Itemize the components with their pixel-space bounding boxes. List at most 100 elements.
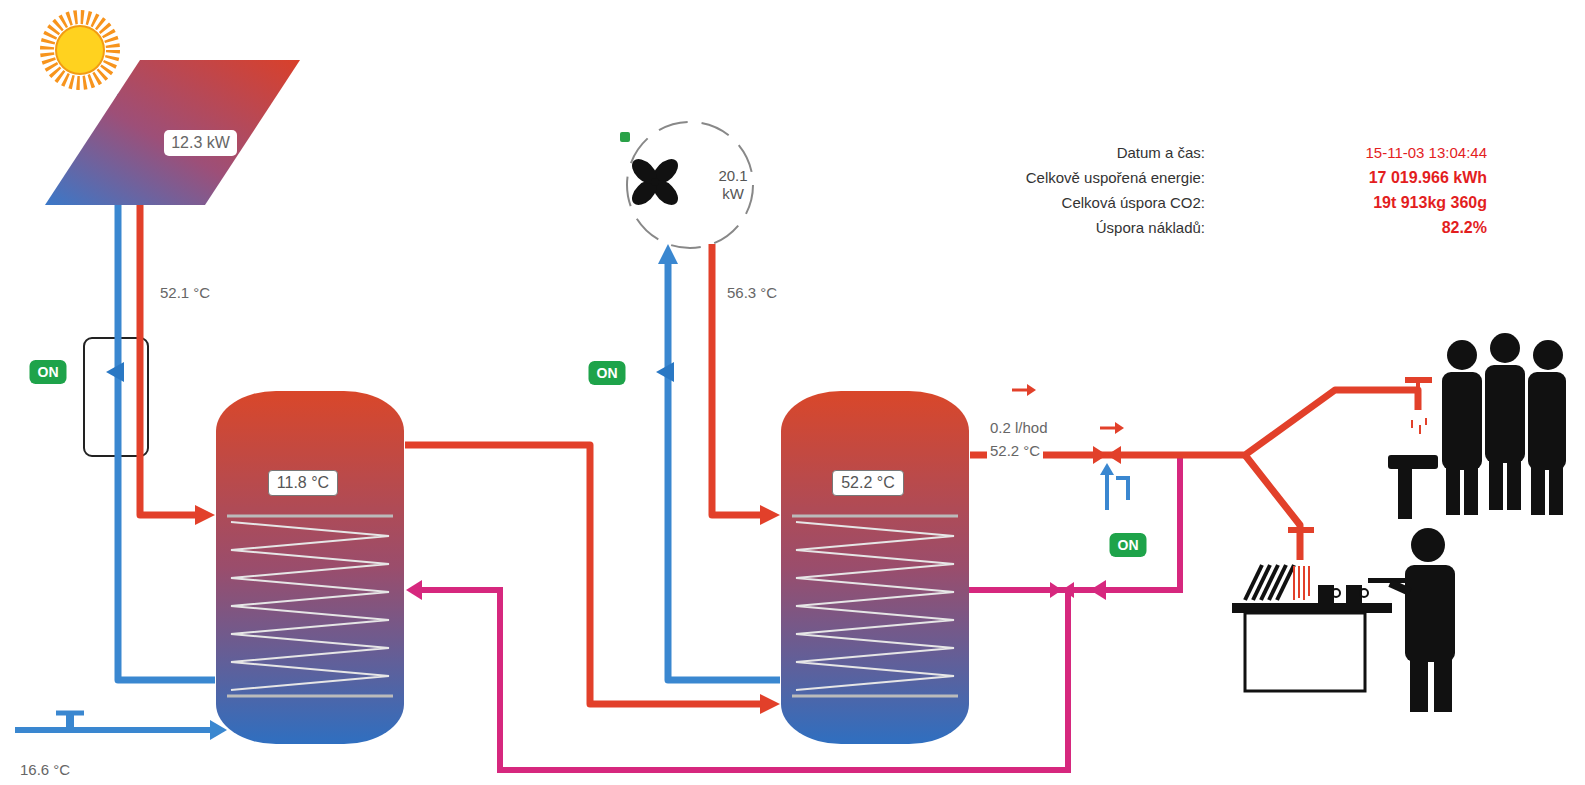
- stat-label: Úspora nákladů:: [1096, 219, 1205, 237]
- status-badge: ON: [30, 360, 67, 384]
- water-line: [1308, 566, 1310, 596]
- flow-arrow: [1100, 427, 1116, 430]
- tank-body: [781, 391, 969, 744]
- pipe-connector: [712, 244, 780, 525]
- tap-handle: [1288, 527, 1314, 533]
- heating-coil: [231, 522, 389, 690]
- coil-edge: [792, 695, 958, 698]
- pipe-line: [140, 205, 203, 515]
- label-holder: ON: [30, 360, 67, 384]
- person-body: [1528, 372, 1566, 470]
- node-label: 52.2 °C: [832, 470, 904, 496]
- label-holder: 56.3 °C: [727, 284, 777, 302]
- flow-arrow-head: [1115, 422, 1124, 434]
- label-holder: 16.6 °C: [20, 761, 70, 779]
- stat-label: Celková úspora CO2:: [1062, 194, 1205, 212]
- label-holder: 52.2 °C: [987, 442, 1043, 460]
- solar-collector: 12.3 kW: [40, 58, 305, 208]
- node-label: 12.3 kW: [164, 130, 237, 156]
- status-badge: ON: [1110, 533, 1147, 557]
- person-leg: [1507, 458, 1521, 510]
- node-shape: [780, 390, 970, 745]
- stat-value: 15-11-03 13:04:44: [1366, 144, 1488, 162]
- pipe-connector: [658, 244, 780, 680]
- inlet-valve: [66, 714, 74, 730]
- water-drops: [1412, 418, 1426, 434]
- water-line: [1303, 566, 1305, 600]
- flow-label: 0.2 l/hod: [990, 419, 1048, 437]
- label-holder: 19t 913kg 360g: [1373, 194, 1487, 212]
- mixing-valve: [1107, 446, 1121, 464]
- pipe-line: [668, 256, 780, 680]
- waiter-arm: [1390, 583, 1410, 592]
- pipe-line: [405, 445, 768, 704]
- plate: [1277, 565, 1294, 600]
- label-holder: 0.2 l/hod: [990, 419, 1048, 437]
- waiter-body: [1405, 565, 1455, 662]
- coil-edge: [227, 695, 393, 698]
- label-holder: Celkově uspořená energie:: [1026, 169, 1205, 187]
- node-shape: [215, 390, 405, 745]
- temperature-label: 56.3 °C: [727, 284, 777, 302]
- mixing-valve: [1093, 446, 1107, 464]
- label-holder: 82.2%: [1442, 219, 1487, 237]
- people-group: [1368, 333, 1566, 712]
- collector-panel: [45, 60, 300, 205]
- person-leg: [1549, 465, 1563, 515]
- dish-rack: [1245, 565, 1294, 600]
- label-holder: Datum a čas:: [1117, 144, 1205, 162]
- cold-mix-arrow: [1100, 463, 1114, 475]
- person-leg: [1531, 465, 1545, 515]
- pipe-arrowhead: [760, 505, 780, 525]
- stat-label: Celkově uspořená energie:: [1026, 169, 1205, 187]
- cup-handle: [1360, 589, 1368, 597]
- temperature-label: 52.1 °C: [160, 284, 210, 302]
- sun: [56, 26, 104, 74]
- person-leg: [1464, 465, 1478, 515]
- label-holder: 17 019.966 kWh: [1369, 169, 1487, 187]
- water-drop: [1425, 418, 1427, 425]
- waiter-head: [1411, 528, 1445, 562]
- person-leg: [1446, 465, 1460, 515]
- pipe-connector: [140, 205, 215, 525]
- sun-rays: [47, 17, 113, 83]
- storage-tank: 52.2 °C: [780, 390, 970, 745]
- water-stream: [1294, 566, 1309, 600]
- stat-value: 17 019.966 kWh: [1369, 169, 1487, 187]
- label-holder: ON: [1110, 533, 1147, 557]
- fan-hub: [651, 178, 659, 186]
- person-head: [1447, 340, 1477, 370]
- status-dot: [620, 132, 630, 142]
- coil-edge: [792, 515, 958, 518]
- label-holder: 15-11-03 13:04:44: [1366, 144, 1488, 162]
- stat-value: 82.2%: [1442, 219, 1487, 237]
- tank-body: [216, 391, 404, 744]
- fan-blade: [627, 154, 661, 188]
- water-line: [1298, 566, 1300, 598]
- temperature-label: 16.6 °C: [20, 761, 70, 779]
- tap-handle: [1405, 377, 1432, 383]
- table-frame: [1245, 613, 1365, 691]
- label-holder: 52.1 °C: [160, 284, 210, 302]
- pump-symbol: [106, 362, 124, 382]
- water-line: [1293, 566, 1295, 600]
- inlet-valve-handle: [56, 711, 84, 716]
- water-drop: [1411, 420, 1413, 428]
- pipe-connector: [405, 445, 780, 714]
- pump-symbol: [1090, 580, 1106, 600]
- node-label: 20.1 kW: [711, 167, 755, 203]
- valve-symbol: [1050, 582, 1062, 598]
- stat-value: 19t 913kg 360g: [1373, 194, 1487, 212]
- sink-basin: [1388, 455, 1438, 469]
- sink-pedestal: [1398, 469, 1412, 519]
- cold-mix-pipe: [1105, 474, 1109, 510]
- fan-blades: [627, 154, 682, 209]
- person-head: [1490, 333, 1520, 363]
- heat-pump-fan: 20.1 kW: [625, 120, 755, 250]
- pump-symbol: [656, 362, 674, 382]
- cold-mix-pipe: [1116, 478, 1128, 500]
- label-holder: ON: [589, 361, 626, 385]
- person-body: [1442, 372, 1482, 470]
- temperature-label: 52.2 °C: [987, 442, 1043, 460]
